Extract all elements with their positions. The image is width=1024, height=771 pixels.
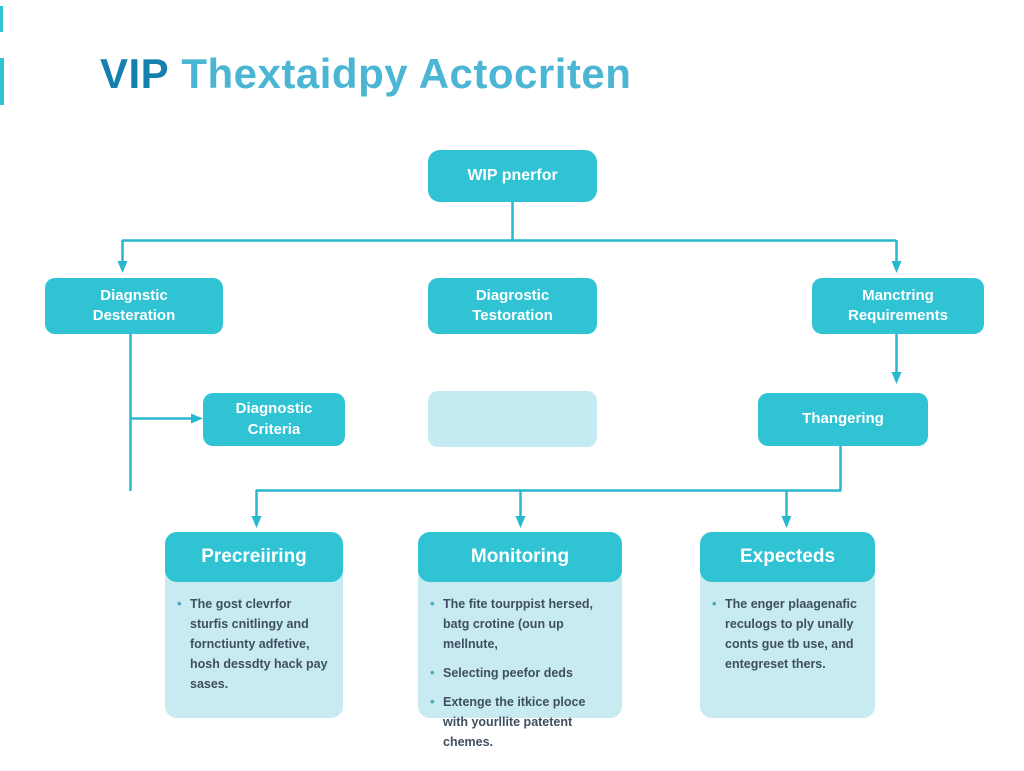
card-expecteds-body: The enger plaagenafic reculogs to ply un…: [700, 582, 875, 693]
card-precreiiring-body: The gost clevrfor sturfis cnitlingy and …: [165, 582, 343, 713]
node-empty-placeholder: [428, 391, 597, 447]
card-expecteds-title: Expecteds: [700, 532, 875, 582]
bullet-item: The gost clevrfor sturfis cnitlingy and …: [177, 594, 331, 694]
node-root: WIP pnerfor: [428, 150, 597, 202]
bullet-item: Selecting peefor deds: [430, 663, 610, 684]
card-precreiiring: Precreiiring The gost clevrfor sturfis c…: [165, 532, 343, 718]
page-title: VIP Thextaidpy Actocriten: [100, 50, 631, 98]
card-monitoring-body: The fite tourppist hersed, batg crotine …: [418, 582, 622, 771]
bullet-item: Extenge the itkice ploce with yourllite …: [430, 692, 610, 752]
node-diagnostic-criteria: Diagnostic Criteria: [203, 393, 345, 446]
left-edge-sliver-top: [0, 6, 3, 32]
node-thangering: Thangering: [758, 393, 928, 446]
card-monitoring-title: Monitoring: [418, 532, 622, 582]
node-diagnstic-desteration: Diagnstic Desteration: [45, 278, 223, 334]
bullet-item: The fite tourppist hersed, batg crotine …: [430, 594, 610, 654]
bullet-item: The enger plaagenafic reculogs to ply un…: [712, 594, 863, 674]
node-manctring-requirements: Manctring Requirements: [812, 278, 984, 334]
left-edge-sliver: [0, 58, 4, 105]
page-title-rest-text: Thextaidpy Actocriten: [181, 50, 632, 97]
card-expecteds: Expecteds The enger plaagenafic reculogs…: [700, 532, 875, 718]
card-monitoring: Monitoring The fite tourppist hersed, ba…: [418, 532, 622, 749]
card-precreiiring-title: Precreiiring: [165, 532, 343, 582]
page-title-bold: VIP: [100, 50, 170, 97]
node-diagrostic-testoration: Diagrostic Testoration: [428, 278, 597, 334]
